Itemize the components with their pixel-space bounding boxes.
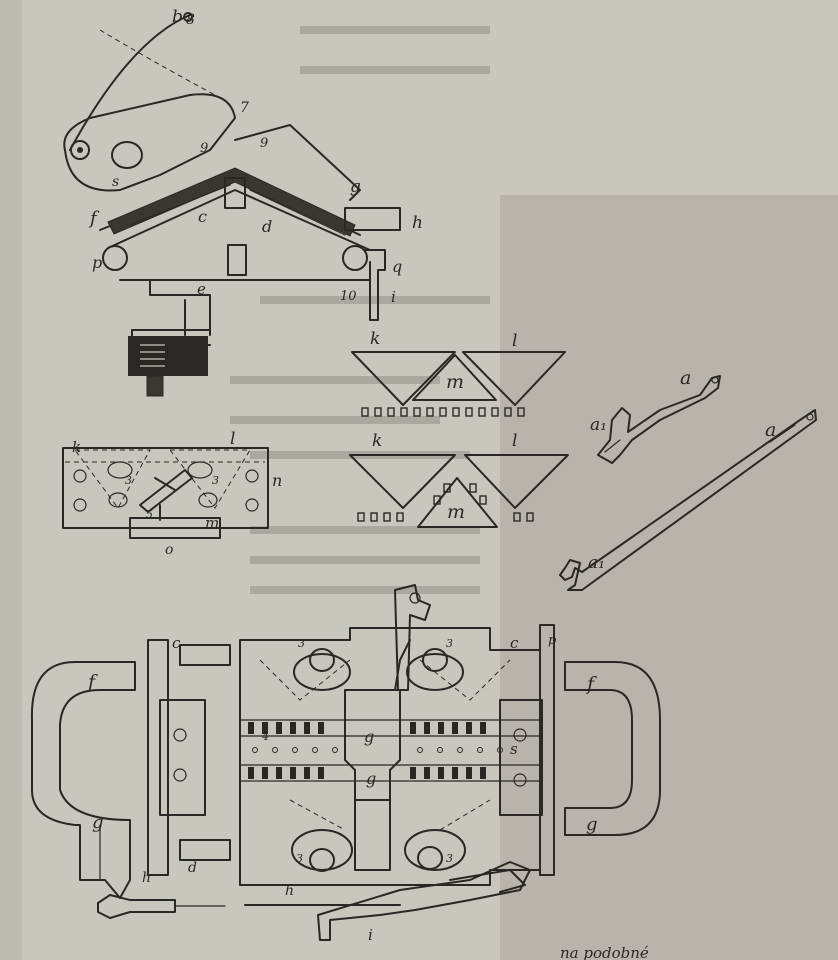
label-plan-3-tl: 3 — [298, 637, 305, 650]
label-o: o — [165, 542, 173, 558]
figure-triangles-upper: k l m — [351, 329, 566, 417]
label-lever2-a: a — [765, 419, 776, 441]
label-triangle-m-2: m — [447, 501, 465, 523]
label-plan-p: p — [548, 633, 557, 648]
label-7: 7 — [240, 100, 249, 116]
label-plan-c-left: c — [172, 634, 181, 652]
label-p: p — [92, 253, 102, 272]
label-triangle-k-2: k — [372, 431, 382, 451]
label-plan-f-right: f — [585, 673, 597, 695]
figure-clamp-side-view: b 8 7 9 9 s f c d g h p e 10 q i — [63, 7, 423, 397]
label-plan-i: i — [368, 926, 373, 944]
label-i: i — [391, 288, 396, 306]
label-plan-h-mid: h — [285, 883, 294, 899]
label-plan-3-br: 3 — [446, 852, 453, 865]
label-l: l — [230, 429, 235, 449]
label-m: m — [205, 514, 219, 532]
label-plan-d: d — [188, 860, 197, 876]
label-q: q — [392, 257, 402, 276]
label-9-left: 9 — [200, 141, 208, 156]
label-e: e — [197, 280, 206, 298]
label-triangle-l: l — [512, 331, 517, 351]
label-plan-g-mid: g — [364, 727, 374, 746]
label-plan-3-bl: 3 — [296, 852, 303, 865]
bleed-through-text — [230, 26, 490, 594]
label-lever-a: a — [680, 367, 691, 389]
label-10: 10 — [340, 289, 357, 304]
label-plan-h-left: h — [142, 870, 151, 886]
label-lever-a1: a₁ — [590, 415, 607, 435]
label-plan-g-left: g — [92, 812, 104, 833]
label-c: c — [198, 207, 207, 226]
label-plan-g-right: g — [586, 814, 598, 835]
label-8: 8 — [186, 12, 195, 28]
label-d: d — [262, 217, 272, 236]
caption-fragment: na podobné — [560, 944, 649, 960]
label-plan-c-right: c — [510, 634, 519, 652]
label-3-right: 3 — [212, 474, 219, 487]
label-5: 5 — [146, 508, 153, 521]
figure-clamp-plan-view: c c p f f g g s g g d h h i 3 3 3 3 4 — [30, 584, 661, 944]
label-9-right: 9 — [260, 136, 268, 151]
label-plan-4: 4 — [261, 730, 269, 743]
label-h: h — [412, 213, 423, 233]
figure-lever-upper: a a₁ — [590, 367, 721, 464]
label-triangle-m: m — [446, 371, 464, 393]
label-n: n — [272, 471, 282, 490]
figure-triangles-lower: k l m — [349, 431, 569, 528]
label-b: b — [172, 7, 183, 27]
label-3-left: 3 — [125, 474, 132, 487]
label-plan-s: s — [510, 740, 518, 758]
label-triangle-k: k — [370, 329, 380, 349]
label-plan-g-center: g — [366, 769, 376, 788]
figure-cutter-block: k l n m o 3 3 5 — [62, 429, 282, 558]
label-plan-3-tr: 3 — [446, 637, 453, 650]
figure-lever-lower: a a₁ — [559, 409, 817, 591]
label-k: k — [72, 438, 81, 456]
label-plan-f-left: f — [86, 671, 98, 693]
label-g: g — [350, 177, 361, 197]
label-lever2-a1: a₁ — [588, 553, 605, 573]
label-s: s — [112, 174, 119, 190]
label-triangle-l-2: l — [512, 431, 517, 451]
